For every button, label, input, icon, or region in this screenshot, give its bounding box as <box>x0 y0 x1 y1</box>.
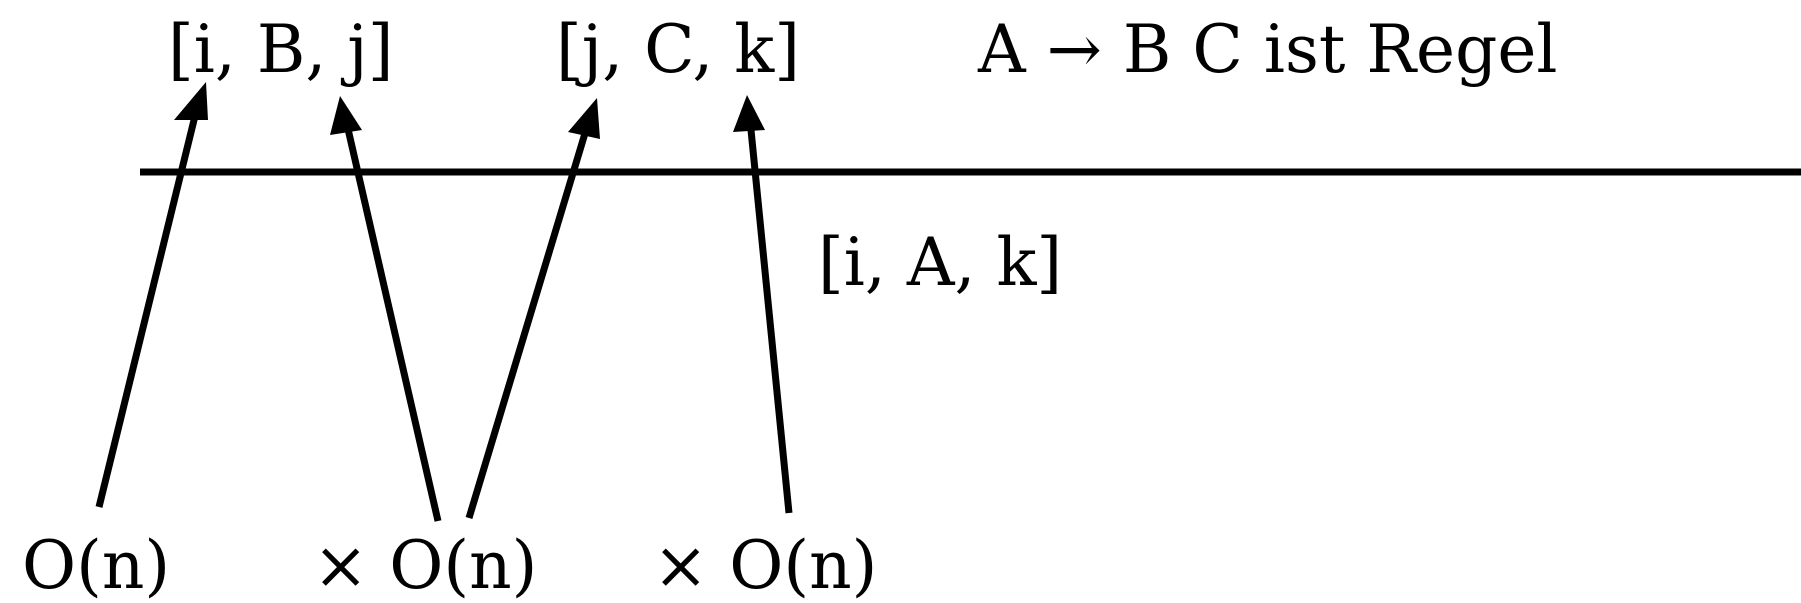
conclusion-item-i-A-k: [i, A, k] <box>818 224 1062 301</box>
premise-item-j-C-k: [j, C, k] <box>556 11 800 88</box>
rule-condition: A → B C ist Regel <box>977 11 1558 88</box>
arrow-head <box>330 96 362 135</box>
complexity-term-3: × O(n) <box>653 527 877 603</box>
arrow-O-n-to-j-first <box>330 96 442 522</box>
arrow-O-n-to-j-second <box>465 98 600 520</box>
complexity-term-1: O(n) <box>22 527 170 603</box>
arrow-head <box>568 98 600 139</box>
premise-item-i-B-j: [i, B, j] <box>168 11 394 88</box>
arrow-head <box>174 82 208 120</box>
arrow-O-n-to-i <box>95 82 208 508</box>
complexity-term-2: × O(n) <box>313 527 537 603</box>
arrow-O-n-to-k <box>733 95 793 514</box>
arrow-head <box>733 95 765 132</box>
